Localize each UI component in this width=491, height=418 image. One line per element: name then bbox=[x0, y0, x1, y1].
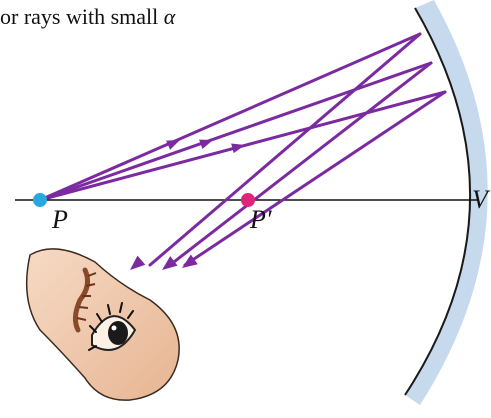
iris bbox=[108, 321, 128, 345]
arrowhead-incident-3 bbox=[231, 143, 245, 154]
arrowhead-incident-2 bbox=[199, 139, 213, 150]
arrowhead-reflected-3 bbox=[182, 254, 198, 268]
arrowhead-reflected-2 bbox=[162, 256, 178, 270]
pupil-highlight bbox=[111, 325, 117, 331]
incident-ray-2 bbox=[38, 61, 433, 202]
reflected-rays bbox=[148, 32, 447, 267]
arrowhead-incident-1 bbox=[166, 140, 180, 150]
eyebrow-hairs bbox=[76, 272, 97, 321]
incident-rays bbox=[38, 32, 447, 202]
reflected-arrowheads bbox=[130, 254, 198, 270]
incident-arrowheads bbox=[166, 139, 245, 154]
arrowhead-reflected-1 bbox=[130, 255, 146, 270]
object-point-label: P bbox=[52, 205, 68, 234]
image-point-label: P′ bbox=[250, 205, 272, 234]
object-point-dot bbox=[33, 193, 47, 207]
eyelashes bbox=[88, 302, 134, 351]
image-point-dot bbox=[241, 193, 255, 207]
figure-caption: or rays with small α bbox=[0, 4, 175, 30]
vertex-label: V bbox=[472, 185, 488, 214]
caption-symbol: α bbox=[163, 4, 176, 29]
reflected-ray-2 bbox=[168, 61, 433, 267]
eye-icon bbox=[25, 248, 180, 401]
caption-prefix: or rays with small bbox=[0, 4, 164, 29]
eyebrow bbox=[72, 267, 91, 333]
mirror-reflecting-surface bbox=[404, 7, 472, 396]
incident-ray-1 bbox=[38, 32, 422, 202]
reflected-ray-3 bbox=[183, 90, 447, 267]
concave-mirror bbox=[405, 0, 488, 405]
reflected-ray-1 bbox=[148, 32, 422, 267]
